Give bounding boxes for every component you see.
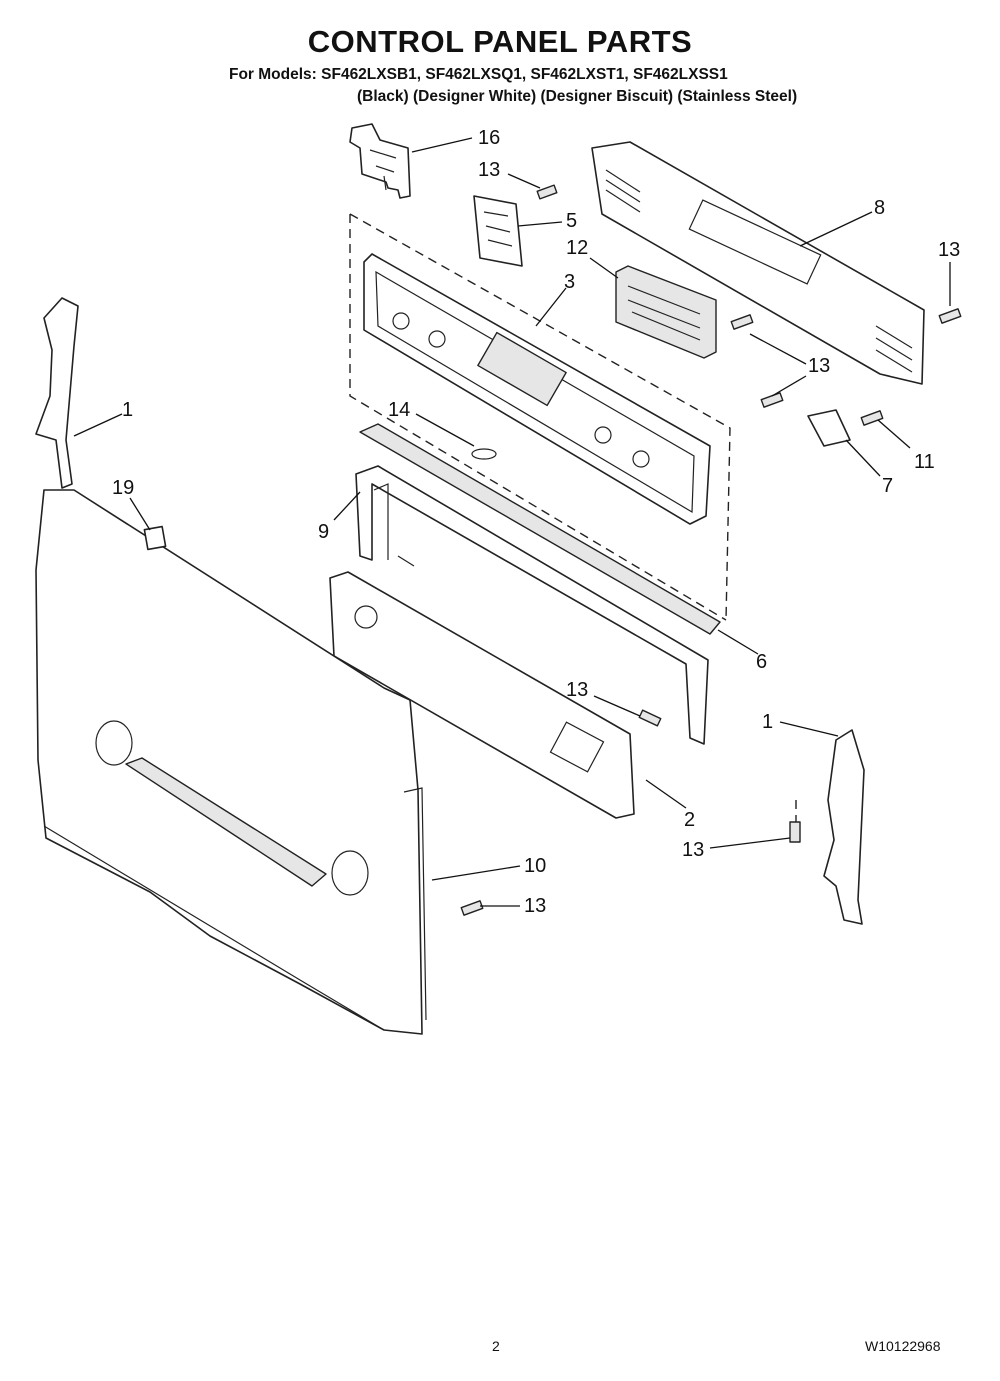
variants-line: (Black) (Designer White) (Designer Biscu…	[357, 88, 798, 105]
callout-11: 11	[914, 451, 935, 473]
callout-13: 13	[682, 839, 704, 861]
part-14-9-trim-strip	[359, 423, 721, 635]
callout-16: 16	[478, 127, 500, 149]
part-3-control-panel	[363, 253, 711, 525]
part-7-bracket	[807, 409, 851, 447]
callout-1: 1	[122, 399, 133, 421]
callout-8: 8	[874, 197, 885, 219]
callout-12: 12	[566, 237, 588, 259]
callout-13: 13	[524, 895, 546, 917]
screw-icon	[536, 184, 558, 200]
callout-5: 5	[566, 210, 577, 232]
part-19-clip	[143, 525, 167, 551]
document-number: W10122968	[865, 1338, 941, 1354]
callout-labels: 16 13 5 12 3 8 13 13 1 14 11 7 19 9 6 13…	[112, 127, 960, 917]
page-number: 2	[492, 1338, 500, 1354]
callout-10: 10	[524, 855, 546, 877]
screw-icons	[460, 308, 962, 916]
callout-9: 9	[318, 521, 329, 543]
part-12-electronic-control	[615, 265, 717, 359]
assembly-outline	[349, 213, 731, 621]
callout-1: 1	[762, 711, 773, 733]
part-6-frame	[355, 465, 709, 745]
callout-19: 19	[112, 477, 134, 499]
callout-13: 13	[938, 239, 960, 261]
callout-3: 3	[564, 271, 575, 293]
callout-7: 7	[882, 475, 893, 497]
models-line: For Models: SF462LXSB1, SF462LXSQ1, SF46…	[229, 66, 728, 83]
part-1-left-side-trim	[35, 297, 79, 489]
callout-6: 6	[756, 651, 767, 673]
callout-13: 13	[808, 355, 830, 377]
callout-2: 2	[684, 809, 695, 831]
leader-lines	[73, 137, 951, 907]
part-5-board	[473, 195, 523, 267]
part-16-bracket	[349, 123, 411, 199]
part-1-right-side-trim	[795, 729, 865, 925]
part-10-rear-panel	[35, 489, 427, 1035]
part-8-rear-shield	[591, 141, 925, 385]
callout-14: 14	[388, 399, 410, 421]
page-title: CONTROL PANEL PARTS	[307, 24, 693, 59]
callout-13: 13	[566, 679, 588, 701]
callout-13: 13	[478, 159, 500, 181]
